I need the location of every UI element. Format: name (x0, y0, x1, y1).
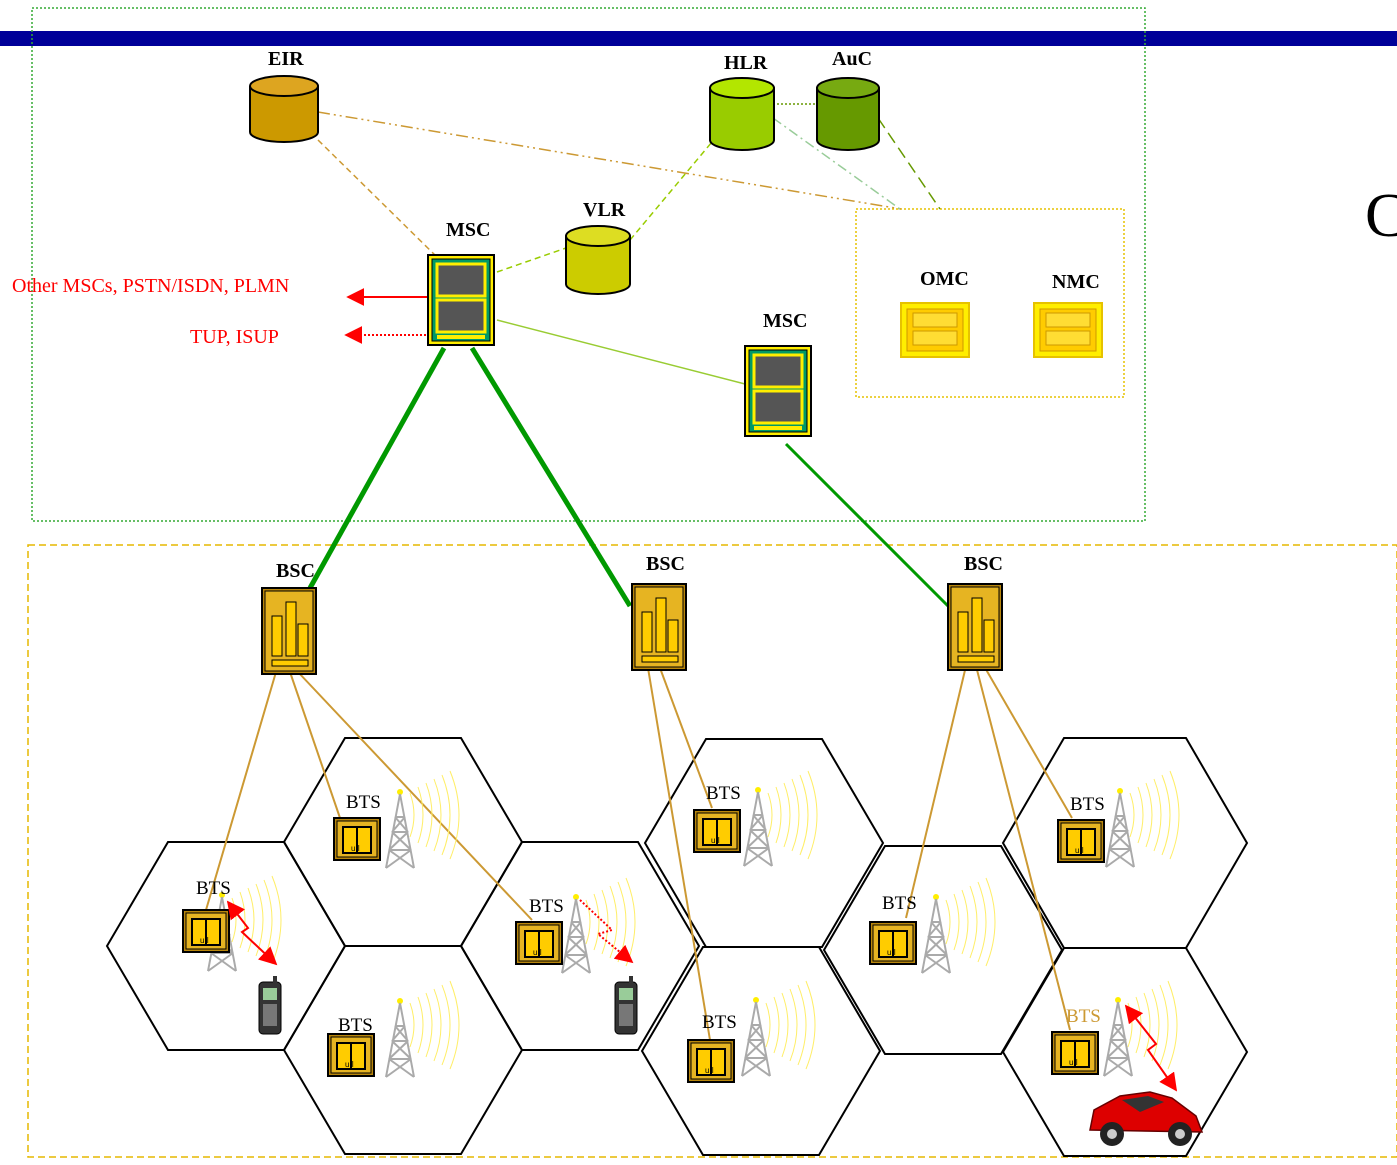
auc-label: AuC (832, 48, 872, 70)
antenna-tower-icon (385, 788, 415, 869)
bts-cabinet-icon (327, 1033, 375, 1077)
omc-label: OMC (920, 268, 969, 290)
partial-title-glyph: C (1365, 182, 1397, 250)
bsc-right-label: BSC (964, 553, 1003, 575)
msc-main-icon (426, 253, 496, 347)
bts-cabinet-icon (869, 921, 917, 965)
title-bar (0, 31, 1397, 46)
bsc-right-icon (947, 583, 1003, 671)
bts-site-2: BTS (333, 770, 460, 869)
bts-cabinet-icon (687, 1039, 735, 1083)
bts-cabinet-icon (693, 809, 741, 853)
vlr-database-icon (565, 225, 631, 295)
oam-boundary (855, 208, 1125, 398)
hlr-database-icon (709, 77, 775, 151)
antenna-tower-icon (743, 786, 773, 867)
eir-database-icon (249, 75, 319, 143)
bts-label: BTS (338, 1015, 373, 1036)
bsc-left-icon (261, 587, 317, 675)
access-network-boundary (27, 544, 1397, 1158)
eir-label: EIR (268, 48, 304, 70)
bts-label: BTS (882, 893, 917, 914)
antenna-tower-icon (1105, 787, 1135, 868)
bts-cabinet-icon (1057, 819, 1105, 863)
signaling-label: TUP, ISUP (190, 326, 279, 348)
msc-second-icon (743, 344, 813, 438)
bts-label: BTS (706, 783, 741, 804)
bsc-left-label: BSC (276, 560, 315, 582)
bts-site-5: BTS (693, 770, 818, 867)
mobile-phone-icon (614, 975, 638, 1035)
bsc-bts-links (205, 665, 1073, 1041)
radio-link-icon (226, 899, 1178, 1092)
mobile-phone-icon (258, 975, 282, 1035)
auc-database-icon (816, 77, 880, 151)
omc-icon (900, 302, 970, 358)
bts-label: BTS (1066, 1006, 1101, 1027)
bts-cabinet-icon (515, 921, 563, 965)
core-network-boundary (31, 7, 1146, 522)
hlr-label: HLR (724, 52, 768, 74)
nmc-icon (1033, 302, 1103, 358)
vlr-label: VLR (583, 199, 626, 221)
bsc-middle-label: BSC (646, 553, 685, 575)
bts-label: BTS (1070, 794, 1105, 815)
external-networks-label: Other MSCs, PSTN/ISDN, PLMN (12, 275, 289, 297)
msc-bsc-links (307, 346, 952, 610)
msc-main-label: MSC (446, 219, 490, 241)
bts-label: BTS (702, 1012, 737, 1033)
antenna-tower-icon (385, 997, 415, 1078)
bts-cabinet-icon (182, 909, 230, 953)
bts-site-4: BTS (515, 877, 636, 974)
antenna-tower-icon (741, 996, 771, 1077)
car-icon (1089, 1091, 1204, 1146)
bts-site-9: BTS (1051, 980, 1178, 1077)
bts-site-8: BTS (1057, 770, 1180, 868)
bts-site-3: BTS (327, 980, 460, 1078)
antenna-tower-icon (921, 893, 951, 974)
nmc-label: NMC (1052, 271, 1100, 293)
bsc-middle-icon (631, 583, 687, 671)
bts-label: BTS (196, 878, 231, 899)
bts-site-1: BTS (182, 875, 282, 972)
bts-site-7: BTS (869, 877, 996, 974)
bts-site-6: BTS (687, 980, 816, 1083)
cell-hexagons (105, 737, 1249, 1157)
bts-label: BTS (346, 792, 381, 813)
bts-label: BTS (529, 896, 564, 917)
msc-second-label: MSC (763, 310, 807, 332)
bts-cabinet-icon (333, 817, 381, 861)
bts-cabinet-icon (1051, 1031, 1099, 1075)
